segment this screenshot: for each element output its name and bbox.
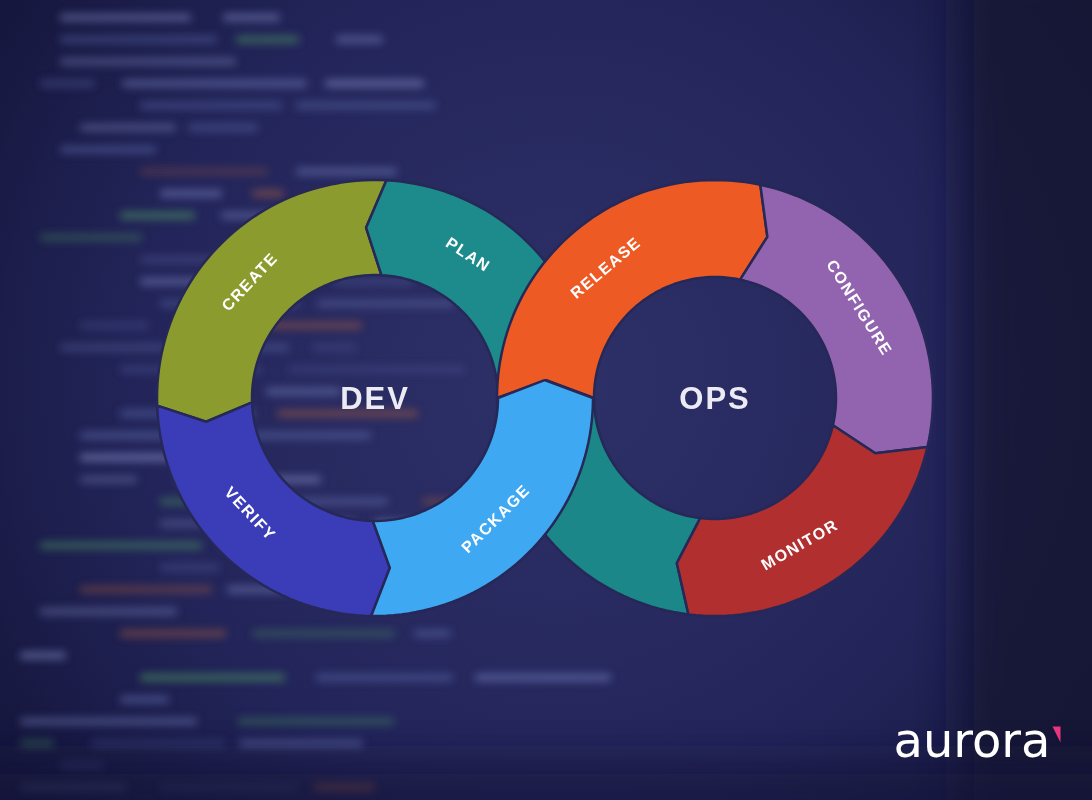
code-line: [80, 322, 149, 329]
code-line: [252, 190, 284, 197]
code-line: [20, 652, 66, 659]
code-line: [296, 102, 436, 109]
segment-fill: [157, 402, 390, 616]
code-line: [160, 564, 219, 571]
code-line: [20, 740, 54, 747]
code-line: [120, 696, 169, 703]
code-line: [40, 80, 95, 87]
code-line: [40, 542, 202, 549]
code-line: [40, 608, 177, 615]
ring-title: OPS: [679, 383, 750, 414]
code-line: [188, 124, 258, 131]
logo-wordmark: aurora: [893, 716, 1050, 764]
ring-title: DEV: [340, 383, 410, 414]
code-line: [325, 80, 424, 87]
blurred-code: [20, 14, 611, 791]
monitor-bottom: [0, 760, 1092, 800]
verify-segment: VERIFY: [154, 399, 393, 619]
code-line: [60, 14, 191, 21]
code-line: [80, 454, 173, 461]
code-line: [140, 102, 282, 109]
code-line: [475, 674, 611, 681]
code-line: [160, 190, 222, 197]
code-line: [60, 344, 166, 351]
code-line: [60, 146, 156, 153]
code-line: [238, 718, 394, 725]
segment-fill: [740, 185, 933, 453]
code-line: [414, 630, 451, 637]
code-line: [60, 58, 236, 65]
code-line: [20, 718, 197, 725]
code-line: [312, 344, 357, 351]
code-line: [80, 476, 137, 483]
segment-fill: [497, 180, 767, 398]
segment-shape: [494, 177, 771, 401]
code-line: [317, 300, 455, 307]
code-line: [243, 432, 371, 439]
segment-fill: [371, 380, 593, 616]
code-line: [140, 168, 268, 175]
code-line: [140, 674, 285, 681]
segment-shape: [737, 181, 936, 457]
code-line: [122, 80, 307, 87]
segment-shape: [154, 399, 393, 619]
code-line: [236, 36, 299, 43]
code-line: [80, 124, 176, 131]
release-segment: RELEASE: [494, 177, 771, 401]
code-line: [266, 388, 341, 395]
segment-fill: [677, 425, 928, 616]
code-line: [239, 740, 363, 747]
monitor-edge: [960, 0, 1092, 800]
code-line: [296, 168, 397, 175]
code-line: [253, 630, 395, 637]
logo-accent: [1053, 727, 1061, 743]
code-line: [40, 234, 142, 241]
code-line: [120, 212, 195, 219]
code-line: [316, 674, 453, 681]
monitor-segment: MONITOR: [673, 422, 931, 619]
code-line: [91, 740, 225, 747]
code-line: [288, 366, 465, 373]
code-line: [60, 36, 217, 43]
code-line: [223, 14, 280, 21]
code-line: [80, 586, 212, 593]
segment-shape: [673, 422, 931, 619]
code-line: [336, 36, 383, 43]
configure-segment: CONFIGURE: [737, 181, 936, 457]
code-line: [120, 630, 226, 637]
